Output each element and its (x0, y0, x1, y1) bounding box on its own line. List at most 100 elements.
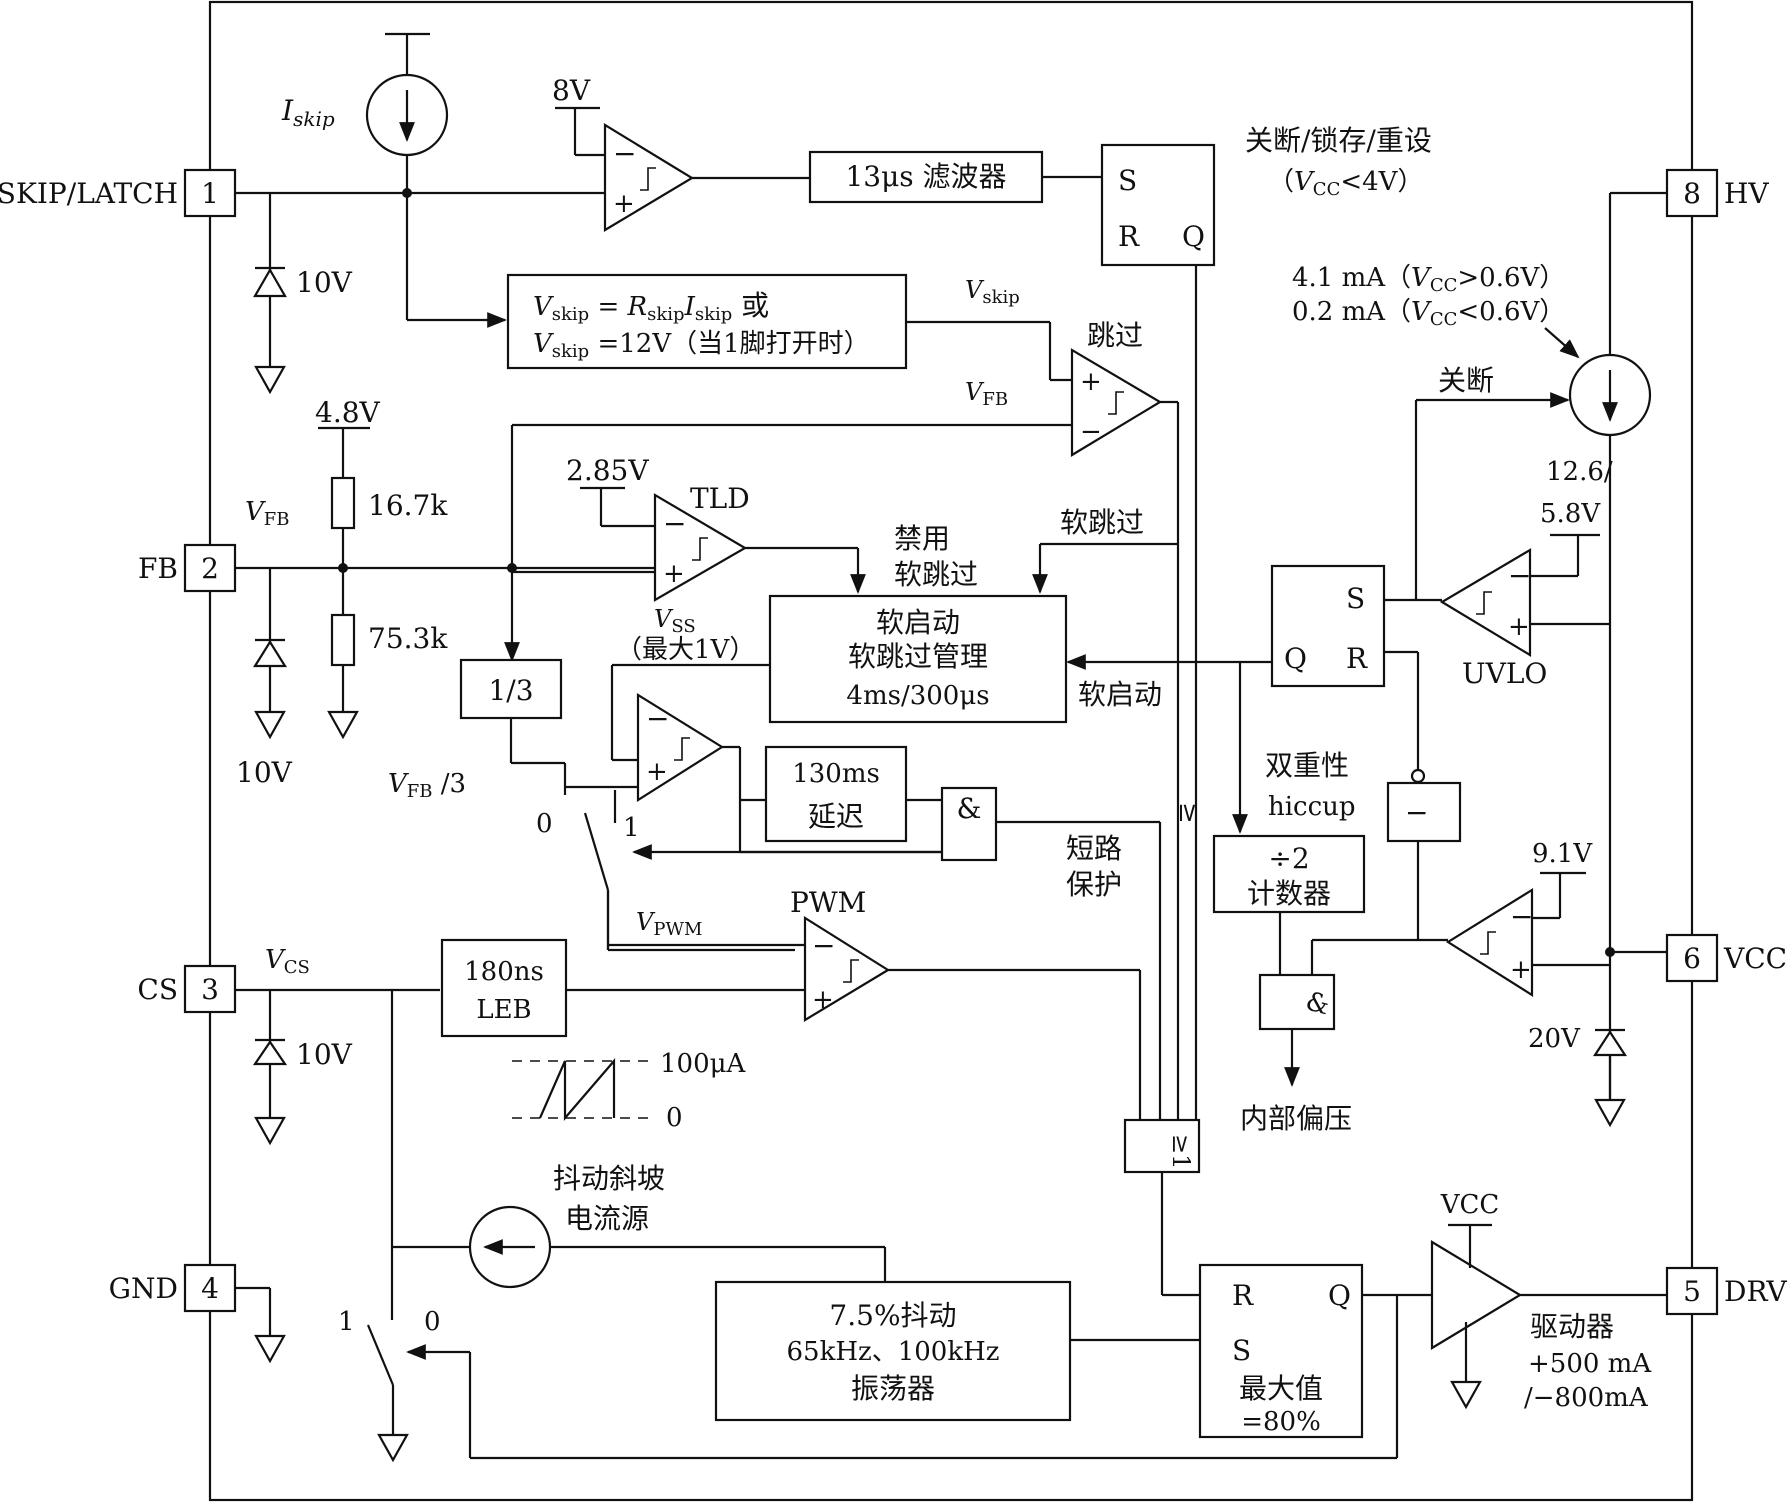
pin-name: VCC (1723, 942, 1787, 975)
ground-icon (1594, 1098, 1626, 1128)
skip-latch-section: 10V Iskip 8V − + 13μs 滤波器 S R Q 关断/锁存/重设… (235, 32, 1432, 1120)
pin-number: 4 (201, 1272, 219, 1305)
disable-label-1: 禁用 (894, 522, 950, 555)
disable-label-2: 软跳过 (894, 558, 978, 591)
pin-number: 3 (201, 973, 219, 1006)
svg-text:延迟: 延迟 (808, 800, 864, 833)
pin-number: 5 (1683, 1275, 1701, 1308)
filter-label: 13μs 滤波器 (845, 160, 1006, 193)
inverter-block (1386, 781, 1462, 843)
oscillator-section: 抖动斜坡 电流源 7.5%抖动 65kHz、100kHz 振荡器 1 0 (338, 1162, 1399, 1463)
svg-text:75.3k: 75.3k (368, 622, 448, 655)
skip-comparator-section: Vskip VFB + − 跳过 (504, 276, 1180, 1120)
vss-max-label: （最大1V） (616, 635, 755, 665)
latch-sr-flipflop (1100, 143, 1216, 267)
pin-8: 8 HV (1665, 168, 1769, 218)
zener-diode-icon (252, 1038, 288, 1066)
svg-text:+: + (646, 757, 668, 787)
zener-diode-icon (253, 638, 287, 668)
ref-2v85-label: 2.85V (566, 454, 649, 487)
uvlo-sr-flipflop (1270, 564, 1386, 688)
svg-text:−: − (613, 137, 636, 170)
shutdown-label: 关断 (1438, 364, 1494, 397)
resistor-75k3 (330, 613, 356, 667)
svg-text:180ns: 180ns (464, 957, 544, 987)
vfb3-label: VFB /3 (388, 769, 466, 802)
pin-3: 3 CS (137, 964, 237, 1014)
svg-text:+: + (1510, 955, 1532, 985)
short-label-1: 短路 (1066, 832, 1122, 865)
svg-text:−: − (646, 702, 669, 735)
svg-text:软启动: 软启动 (876, 606, 960, 639)
pin-name: CS (137, 973, 178, 1006)
hv-current-1: 4.1 mA（VCC>0.6V） (1292, 263, 1565, 296)
svg-text:软跳过管理: 软跳过管理 (848, 640, 988, 673)
ground-icon (254, 710, 286, 740)
svg-text:−: − (1510, 900, 1533, 933)
svg-text:&: & (957, 792, 982, 825)
vcc-comparator (1445, 888, 1534, 997)
svg-text:Q: Q (1328, 1279, 1351, 1312)
ground-icon (254, 1334, 286, 1364)
zener-label: 10V (296, 1038, 353, 1071)
ref-4v8-label: 4.8V (315, 396, 381, 429)
svg-text:Vskip = RskipIskip 或: Vskip = RskipIskip 或 (533, 289, 769, 325)
svg-text:S: S (1118, 164, 1137, 197)
fb-switch (583, 812, 610, 891)
svg-text:7.5%抖动: 7.5%抖动 (829, 1299, 956, 1332)
hiccup-label-2: hiccup (1268, 792, 1356, 822)
bias-and-gate (1258, 973, 1336, 1031)
svg-text:130ms: 130ms (792, 759, 880, 789)
hv-section: 4.1 mA（VCC>0.6V） 0.2 mA（VCC<0.6V） 关断 12.… (1232, 191, 1667, 1100)
ground-icon (254, 365, 286, 395)
svg-text:S: S (1232, 1334, 1251, 1367)
uvlo-label: UVLO (1462, 657, 1547, 690)
ramp-high-label: 100μA (660, 1049, 747, 1079)
delay-130ms (764, 745, 908, 843)
uvlo-v2: 5.8V (1540, 499, 1601, 529)
ground-icon (254, 1116, 286, 1146)
fb-section: VFB 4.8V 16.7k 75.3k 10V 1/3 VFB /3 0 1 (235, 396, 795, 952)
svg-text:振荡器: 振荡器 (851, 1372, 935, 1405)
svg-text:−: − (663, 507, 686, 540)
vskip-label: Vskip (965, 276, 1020, 308)
svg-text:16.7k: 16.7k (368, 489, 448, 522)
pin-number: 1 (201, 177, 219, 210)
uvlo-comparator (1439, 548, 1532, 657)
svg-text:LEB: LEB (476, 995, 531, 1025)
divide-by-2-counter (1212, 834, 1366, 914)
driver-buffer (1430, 1240, 1523, 1350)
ref-8v-label: 8V (552, 74, 591, 107)
vfb-label: VFB (965, 378, 1008, 410)
svg-text:≥1: ≥1 (1167, 1134, 1195, 1169)
short-comparator (636, 693, 725, 802)
vcs-label: VCS (265, 945, 310, 978)
pin-number: 2 (201, 552, 219, 585)
svg-text:R: R (1118, 220, 1140, 253)
jitter-label-1: 抖动斜坡 (553, 1162, 665, 1195)
svg-text:4ms/300μs: 4ms/300μs (846, 681, 989, 711)
short-and-gate (940, 786, 998, 862)
short-protection-section: − + 130ms 延迟 & 短路 保护 ≥ (565, 693, 1203, 1120)
short-label-2: 保护 (1066, 868, 1122, 901)
svg-text:计数器: 计数器 (1247, 877, 1331, 910)
pin-1: 1 SKIP/LATCH (0, 168, 237, 218)
svg-text:+: + (812, 985, 834, 1015)
pin-number: 6 (1683, 942, 1701, 975)
hv-current-2: 0.2 mA（VCC<0.6V） (1292, 297, 1565, 330)
pin-4: 4 GND (109, 1263, 237, 1313)
vfb-pin-label: VFB (245, 497, 290, 530)
svg-text:R: R (1232, 1279, 1254, 1312)
ramp-low-label: 0 (666, 1103, 683, 1133)
pin-name: DRV (1724, 1275, 1787, 1308)
pwm-comparator (803, 916, 891, 1022)
driver-current-1: +500 mA (1528, 1349, 1652, 1379)
zener-label: 10V (296, 266, 353, 299)
pin-name: FB (138, 552, 178, 585)
zener-diode-icon (253, 266, 287, 298)
internal-bias-label: 内部偏压 (1240, 1102, 1352, 1135)
ground-icon (1450, 1380, 1482, 1410)
svg-text:1/3: 1/3 (488, 674, 533, 707)
softstart-arrow-label: 软启动 (1078, 678, 1162, 711)
